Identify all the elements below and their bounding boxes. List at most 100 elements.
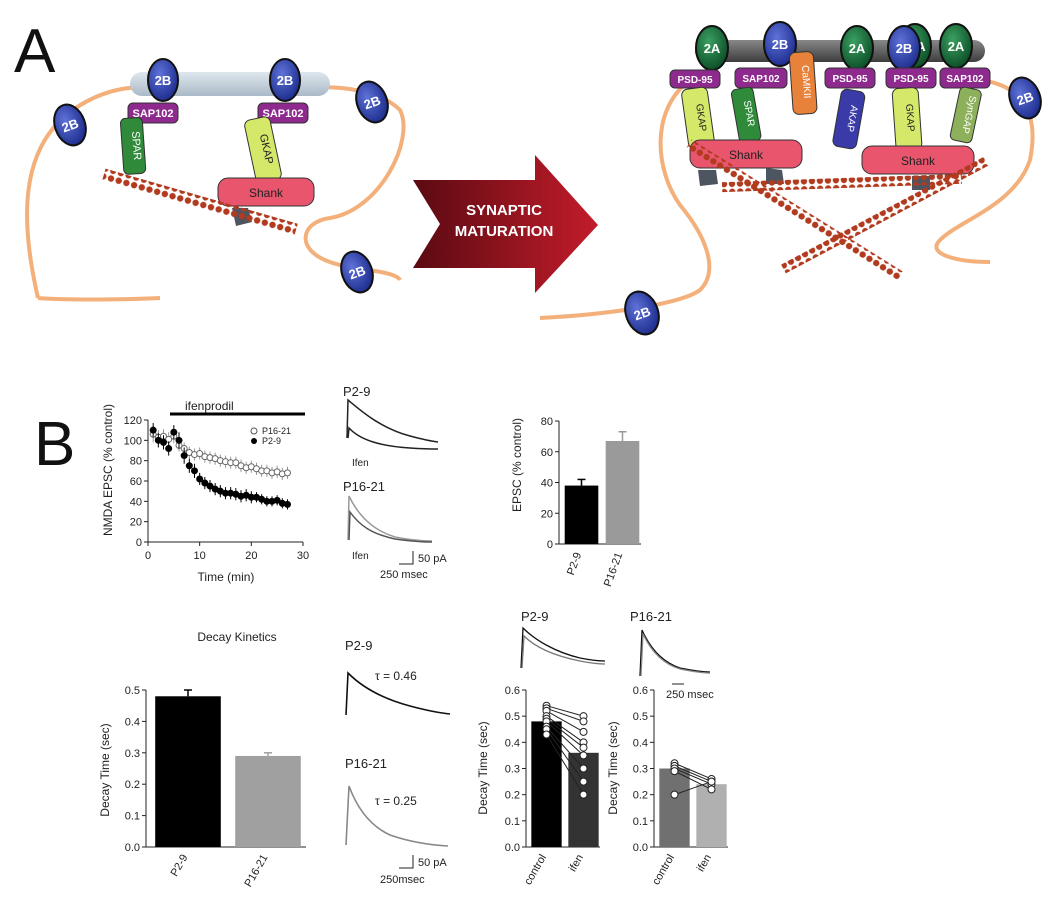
- decay-trace-label-p1621: P16-21: [345, 756, 387, 771]
- receptor-label: 2B: [155, 73, 172, 88]
- y-tick-label: 0.2: [633, 790, 648, 802]
- maturation-arrow: SYNAPTIC MATURATION: [413, 155, 598, 293]
- y-tick-label: 0.4: [505, 737, 520, 749]
- pair-line: [674, 762, 712, 780]
- data-point: [196, 450, 204, 458]
- trace-p29-control: [346, 398, 439, 443]
- receptor-2b-icon: 2B: [1008, 76, 1042, 120]
- actin-filament: [781, 156, 989, 274]
- category-label: control: [522, 853, 549, 888]
- receptor-2b-icon: 2B: [887, 25, 921, 71]
- receptor-2b-icon: 2B: [53, 103, 87, 147]
- sap102-label: SAP102: [133, 108, 174, 120]
- psd95-box: [824, 67, 876, 89]
- y-tick-label: 0.5: [505, 711, 520, 723]
- legend-label-p1621: P16-21: [262, 426, 291, 436]
- svg-text:2A: 2A: [849, 41, 866, 56]
- data-point: [284, 469, 291, 477]
- y-tick-label: 0.2: [505, 790, 520, 802]
- y-tick-label: 0.6: [505, 685, 520, 697]
- legend-marker-open: [250, 427, 258, 435]
- paired-trace-label-p1621: P16-21: [630, 609, 672, 624]
- actin-filament: [102, 168, 298, 236]
- tau-p1621: τ = 0.25: [375, 794, 417, 808]
- y-tick-label: 0.4: [633, 737, 648, 749]
- decay-trace-label-p29: P2-9: [345, 638, 372, 653]
- y-tick-label: 100: [124, 435, 142, 447]
- receptor-label: 2B: [347, 263, 368, 283]
- svg-text:A: A: [916, 39, 926, 54]
- pair-point: [542, 730, 551, 739]
- scale-bar-2: [399, 855, 414, 869]
- y-tick-label: 0: [547, 539, 553, 551]
- data-point: [160, 438, 167, 446]
- pair-line: [546, 726, 584, 769]
- receptor-2a-icon: 2A: [695, 25, 729, 71]
- receptor-2b-icon: 2B: [355, 80, 389, 124]
- paired-trace-p29-1: [520, 626, 606, 669]
- legend-label-p29: P2-9: [262, 436, 281, 446]
- y-tick-label: 80: [541, 416, 553, 428]
- y-tick-label: 120: [124, 415, 142, 427]
- tau-p29: τ = 0.46: [375, 669, 417, 683]
- ifen-label-2: Ifen: [352, 551, 369, 562]
- pair-line: [674, 781, 712, 796]
- receptor-label: 2B: [277, 73, 294, 88]
- pair-line: [546, 721, 584, 756]
- svg-text:2B: 2B: [772, 37, 789, 52]
- receptor-2b-icon: 2B: [624, 290, 660, 336]
- syngap-box: [949, 86, 982, 144]
- pair-line: [546, 728, 584, 782]
- pair-point: [579, 743, 588, 752]
- pair-point: [670, 790, 679, 799]
- scale-pa-2: 50 pA: [418, 857, 447, 869]
- svg-text:SAP102: SAP102: [946, 74, 984, 85]
- epsc-ylabel: EPSC (% control): [510, 418, 524, 512]
- data-point: [196, 475, 204, 483]
- y-tick-label: 60: [541, 447, 553, 459]
- bar: [659, 768, 690, 847]
- svg-text:2A: 2A: [704, 41, 721, 56]
- category-label: control: [650, 853, 677, 888]
- pair-point: [707, 785, 716, 794]
- data-point: [201, 479, 209, 487]
- y-tick-label: 20: [130, 517, 142, 529]
- data-point: [170, 428, 178, 436]
- sap102-label: SAP102: [263, 108, 304, 120]
- scale-bar-1: [399, 551, 414, 565]
- category-label: P2-9: [565, 551, 584, 577]
- sap102-box: [734, 67, 788, 89]
- immature-synapse: 2B 2B 2B 2B 2B SAP102 SAP102 SPAR GKAP: [25, 58, 406, 302]
- data-point: [149, 426, 157, 434]
- y-tick-label: 0.1: [633, 816, 648, 828]
- actin-filament: [721, 173, 963, 193]
- category-label: P16-21: [602, 551, 625, 588]
- data-point: [191, 467, 198, 475]
- pair-point: [579, 764, 588, 773]
- actin-filament: [686, 139, 904, 281]
- y-tick-label: 0.4: [125, 716, 140, 728]
- bar: [605, 440, 640, 544]
- paired-ylabel-1: Decay Time (sec): [476, 721, 490, 814]
- shank-label: Shank: [249, 186, 284, 200]
- x-tick-label: 20: [245, 550, 257, 562]
- y-tick-label: 0.0: [633, 842, 648, 854]
- svg-text:Shank: Shank: [729, 148, 764, 162]
- svg-text:2A: 2A: [948, 39, 965, 54]
- pair-line: [546, 718, 584, 748]
- pair-line: [546, 734, 584, 795]
- decay-ylabel: Decay Time (sec): [98, 723, 112, 816]
- pair-point: [579, 717, 588, 726]
- pair-point: [579, 790, 588, 799]
- y-tick-label: 40: [541, 478, 553, 490]
- category-label: P2-9: [169, 853, 191, 879]
- pair-line: [546, 705, 584, 717]
- svg-text:CaMKII: CaMKII: [799, 65, 812, 99]
- spar-label: SPAR: [129, 131, 143, 161]
- timecourse-xlabel: Time (min): [198, 570, 255, 584]
- svg-text:PSD-95: PSD-95: [893, 74, 928, 85]
- svg-text:AKAP: AKAP: [844, 104, 860, 133]
